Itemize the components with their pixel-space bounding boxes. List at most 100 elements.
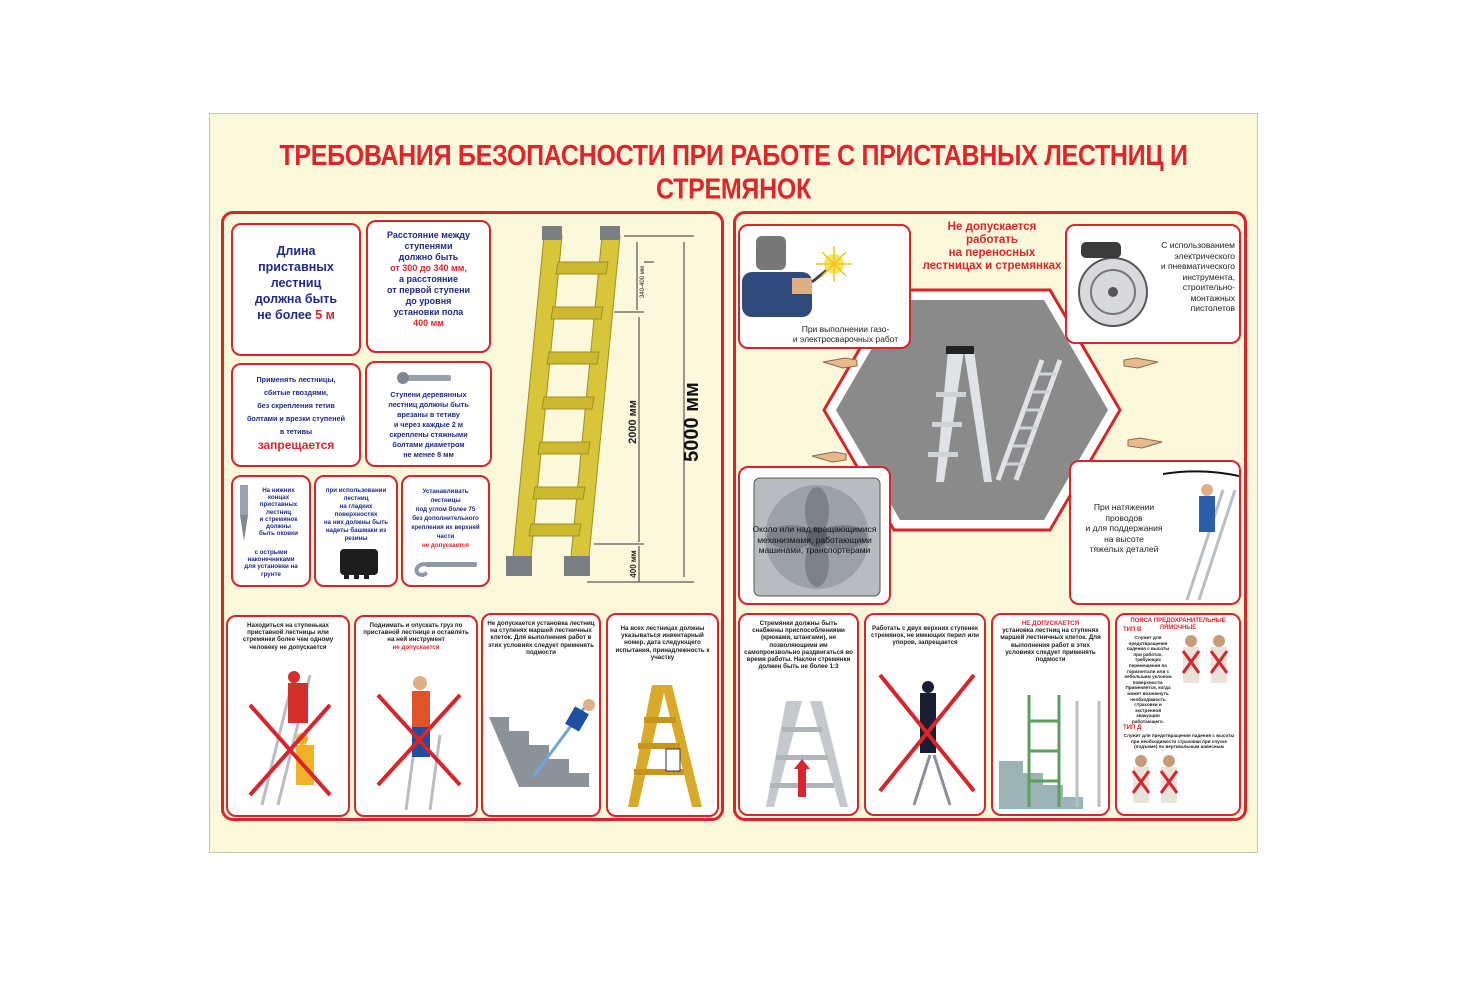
scaffold-icon (999, 695, 1101, 809)
tools-line2: электрического (1174, 250, 1235, 261)
rubber-line1: при использовании лестниц (325, 487, 387, 502)
spacing-line4: от 300 до 340 мм, (390, 263, 467, 273)
center-title-line3: на переносных (948, 247, 1036, 259)
spike-icon (240, 485, 248, 541)
rubber-line2: на гладких поверхностях (334, 503, 378, 518)
angle-line2: под углом более 75 (415, 506, 476, 513)
fan-box: Около или над вращающимися механизмами, … (738, 466, 891, 605)
wood-line2: лестниц должны быть (388, 400, 469, 409)
tools-line3: и пневматического (1160, 261, 1235, 271)
length-line1: Длина (276, 244, 316, 258)
fan-line3: машинами, транспортерами (758, 545, 871, 555)
angle-line1: Устанавливать лестницы (422, 488, 469, 504)
safety-belts-card: ПОЯСА ПРЕДОХРАНИТЕЛЬНЫЕ ЛЯМОЧНЫЕ ТИП В С… (1115, 613, 1241, 816)
stairs-fall-icon (489, 699, 595, 787)
wires-line5: тяжелых деталей (1089, 544, 1159, 554)
spikes-line4: быть оковки (259, 530, 298, 538)
right-card-2-text: Работать с двух верхних ступенек стремян… (871, 625, 979, 647)
center-title-line1: Не допускается (947, 221, 1037, 233)
spacing-line9: 400 мм (413, 318, 444, 328)
belts-type-d-text: Служит для предотвращения падения с высо… (1123, 733, 1235, 751)
welder-icon (742, 236, 852, 317)
straight-ladder-icon (995, 359, 1063, 481)
nails-line1: Применять лестницы, (256, 375, 336, 384)
spacing-line8: установки пола (393, 307, 464, 317)
spacing-line6: от первой ступени (386, 285, 471, 295)
tools-line5: строительно- (1182, 282, 1235, 292)
rubber-line4: надеты башмаки из резины (325, 527, 387, 542)
wood-line6: болтами диаметром (392, 440, 465, 449)
right-card-1: Стремянки должны быть снабжены приспособ… (738, 613, 859, 816)
tools-line1: С использованием (1161, 240, 1235, 250)
tools-line7: пистолетов (1190, 303, 1235, 313)
welding-line2: и электросварочных работ (792, 334, 899, 344)
ladder-diagram: 340-400 мм 2000 мм 400 мм 5000 мм (506, 226, 703, 583)
dim-bottom-label: 400 мм (629, 550, 638, 577)
welding-box: При выполнении газо- и электросварочных … (738, 224, 911, 349)
left-panel (221, 211, 724, 821)
belts-type-b-text: Служит для предотвращения падения с высо… (1124, 635, 1172, 724)
right-card-3: НЕ ДОПУСКАЕТСЯ установка лестниц на ступ… (991, 613, 1110, 816)
right-card-1-text: Стремянки должны быть снабжены приспособ… (744, 620, 853, 671)
belts-type-d: ТИП Д (1123, 725, 1142, 731)
left-card-1: Находиться на ступеньках приставной лест… (226, 615, 350, 817)
spacing-line7: до уровня (405, 296, 452, 306)
pointing-hand-icon (822, 357, 858, 369)
angle-box: Устанавливать лестницы под углом более 7… (401, 475, 490, 587)
pointing-hand-icon (811, 451, 847, 463)
hexagon-ladders (822, 288, 1122, 532)
wood-line3: врезаны в тетиву (397, 410, 460, 419)
not-allowed-title: Не допускается работать на переносных ле… (907, 221, 1077, 273)
circular-saw-icon (1078, 242, 1148, 327)
tools-box: С использованием электрического и пневма… (1065, 224, 1241, 344)
hook-icon (414, 562, 477, 577)
left-card-1-text: Находиться на ступеньках приставной лест… (242, 622, 334, 651)
stepladder-icon (928, 346, 992, 482)
pointing-hand-icon (1123, 357, 1159, 369)
spikes-line5: с острыми наконечниками (247, 549, 295, 564)
right-card-3-text: установка лестниц на ступенях маршей лес… (1000, 627, 1101, 664)
spacing-line2: ступенями (404, 241, 453, 251)
two-people-ladder-icon (248, 671, 332, 806)
left-card-3-text: Не допускается установка лестниц на ступ… (487, 620, 595, 656)
center-title-line4: лестницах и стремянках (922, 260, 1062, 272)
right-card-3-red: НЕ ДОПУСКАЕТСЯ (1021, 620, 1080, 627)
tools-line6: монтажных (1190, 292, 1235, 303)
spacing-box: Расстояние между ступенями должно быть о… (366, 220, 491, 353)
dimension-lines (587, 235, 694, 583)
spacing-line1: Расстояние между (386, 230, 471, 240)
tools-line4: инструмента, (1182, 271, 1235, 282)
nails-box: Применять лестницы, сбитые гвоздями, без… (231, 363, 361, 467)
angle-line4: крепления их верхней части (411, 524, 480, 540)
welding-line1: При выполнении газо- (801, 324, 890, 334)
harness-icon-b (1181, 635, 1229, 683)
spikes-box: На нижних концах приставных лестниц и ст… (231, 475, 311, 587)
left-card-4-text: На всех лестницах должны указываться инв… (615, 625, 710, 661)
nails-line5: в тетивы (279, 427, 313, 436)
right-card-2: Работать с двух верхних ступенек стремян… (864, 613, 986, 816)
nails-line3: без скрепления тетив (257, 401, 335, 410)
fan-icon (753, 477, 881, 597)
length-line3: лестниц (270, 276, 322, 290)
dim-total-label: 5000 мм (681, 382, 703, 462)
wires-box: При натяжении проводов и для поддержания… (1069, 460, 1241, 605)
wires-line4: на высоте (1104, 533, 1144, 544)
left-card-3: Не допускается установка лестниц на ступ… (481, 613, 601, 817)
length-value: 5 м (315, 308, 335, 322)
belts-type-b: ТИП В (1123, 627, 1142, 633)
dim-mid-label: 2000 мм (627, 400, 639, 444)
poster-title: ТРЕБОВАНИЯ БЕЗОПАСНОСТИ ПРИ РАБОТЕ С ПРИ… (279, 139, 1188, 206)
top-step-worker-icon (878, 673, 976, 806)
spacing-line3: должно быть (398, 252, 459, 262)
left-card-2-red: не допускается (392, 643, 440, 651)
wood-line4: и через каждые 2 м (393, 420, 464, 429)
ladder-illustration (506, 226, 621, 576)
nails-line2: сбитые гвоздями, (263, 388, 329, 397)
left-card-4: На всех лестницах должны указываться инв… (606, 613, 719, 817)
nails-line4: болтами и врезки ступеней (246, 414, 346, 423)
wires-line1: При натяжении (1093, 502, 1155, 512)
right-panel (733, 211, 1247, 821)
harness-icon-d (1131, 755, 1179, 803)
spikes-line1: На нижних концах (262, 487, 295, 502)
belts-title: ПОЯСА ПРЕДОХРАНИТЕЛЬНЫЕ ЛЯМОЧНЫЕ (1130, 618, 1226, 631)
